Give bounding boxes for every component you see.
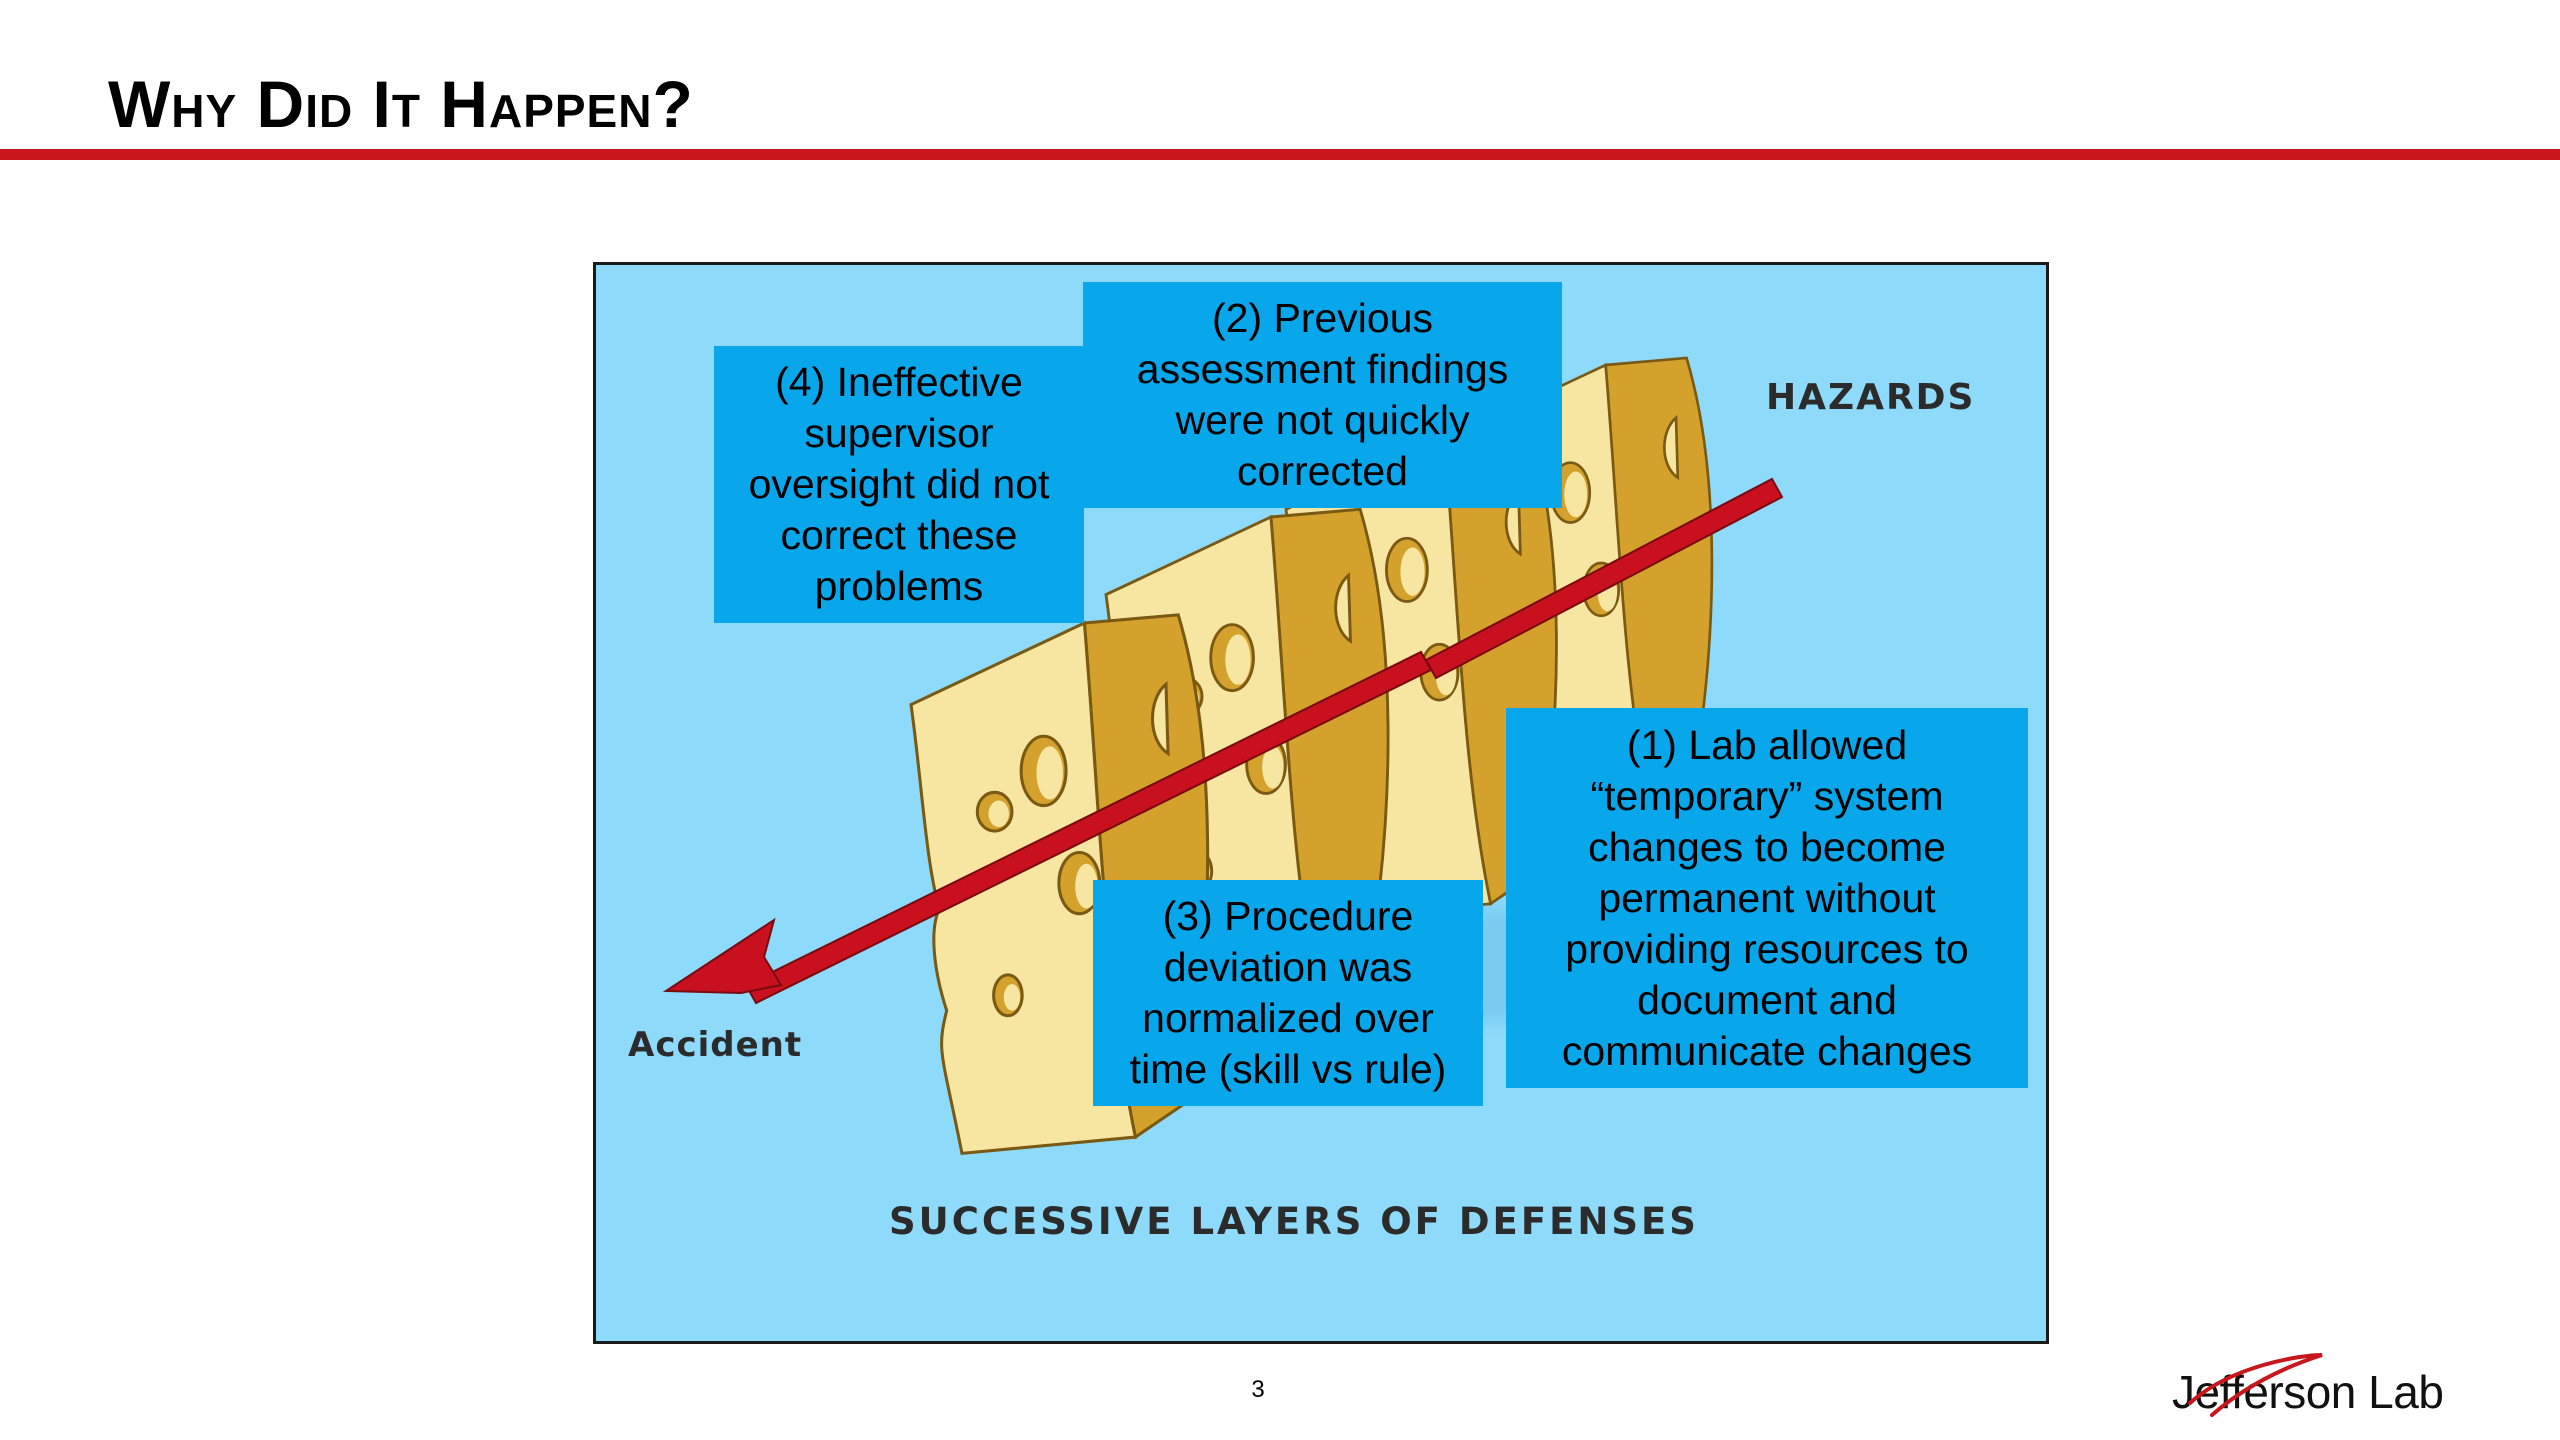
callout-temporary-changes: (1) Lab allowed “temporary” system chang… [1506,708,2028,1088]
jefferson-lab-logo: Jefferson Lab [2172,1345,2472,1425]
label-layers-of-defenses: SUCCESSIVE LAYERS OF DEFENSES [889,1200,1699,1243]
callout-3-text: (3) Procedure deviation was normalized o… [1129,893,1447,1092]
label-accident: Accident [628,1025,803,1065]
callout-1-text: (1) Lab allowed “temporary” system chang… [1561,721,1973,1074]
page-number: 3 [1251,1376,1265,1403]
callout-2-text: (2) Previous assessment findings were no… [1136,295,1509,494]
logo-swoosh-icon [2188,1353,2323,1417]
title-divider [0,149,2560,160]
callout-ineffective-supervisor: (4) Ineffective supervisor oversight did… [714,346,1084,623]
callout-procedure-deviation: (3) Procedure deviation was normalized o… [1093,880,1483,1106]
arrow-head-icon [662,917,783,995]
slide-title: Why Did It Happen? [108,67,694,141]
swiss-cheese-figure: HAZARDS Accident SUCCESSIVE LAYERS OF DE… [593,262,2049,1344]
callout-4-text: (4) Ineffective supervisor oversight did… [748,359,1050,609]
callout-previous-findings: (2) Previous assessment findings were no… [1083,282,1562,508]
label-hazards: HAZARDS [1766,377,1976,418]
